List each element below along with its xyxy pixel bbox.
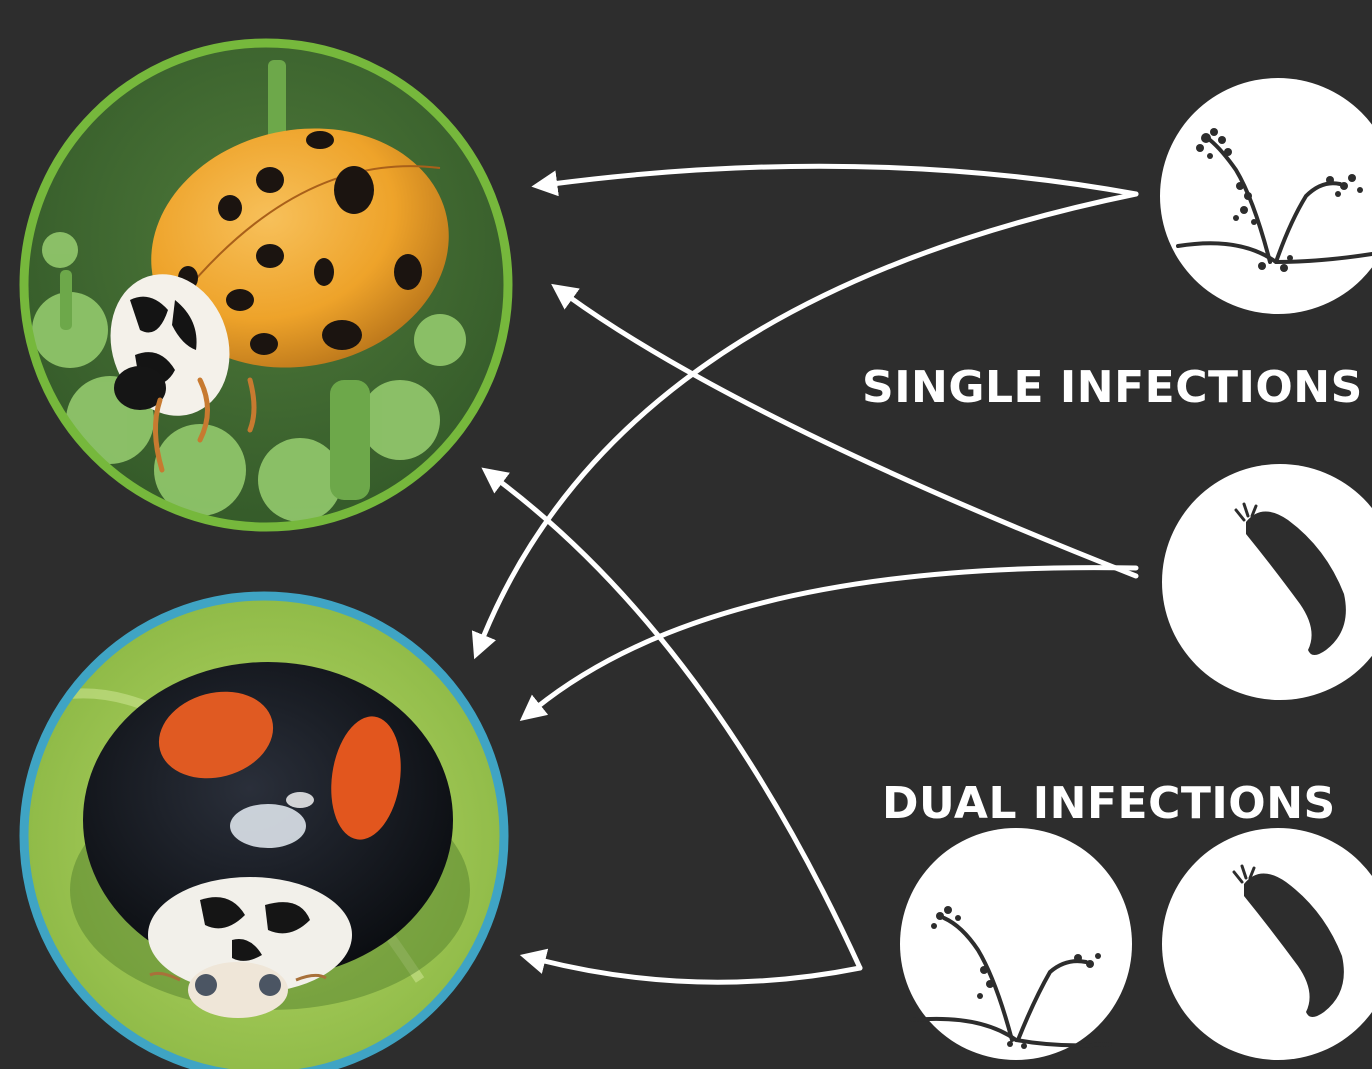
arrow-fungus-to-orange — [552, 166, 1136, 194]
dual-infections-label: DUAL INFECTIONS — [882, 778, 1336, 829]
orange-ladybird-photo — [20, 40, 520, 540]
single-infections-label: SINGLE INFECTIONS — [862, 362, 1363, 413]
dual-fungus-icon — [900, 828, 1132, 1060]
dual-nematode-icon — [1162, 828, 1372, 1060]
arrow-nematode-to-black — [536, 568, 1136, 708]
fungus-icon — [1160, 78, 1372, 314]
arrow-dual-to-black — [540, 960, 860, 982]
arrow-fungus-to-black — [482, 194, 1136, 640]
nematode-icon — [1162, 464, 1372, 700]
black-ladybird-photo — [20, 590, 520, 1069]
arrow-dual-to-orange — [498, 480, 860, 968]
arrow-nematode-to-orange — [568, 296, 1136, 576]
